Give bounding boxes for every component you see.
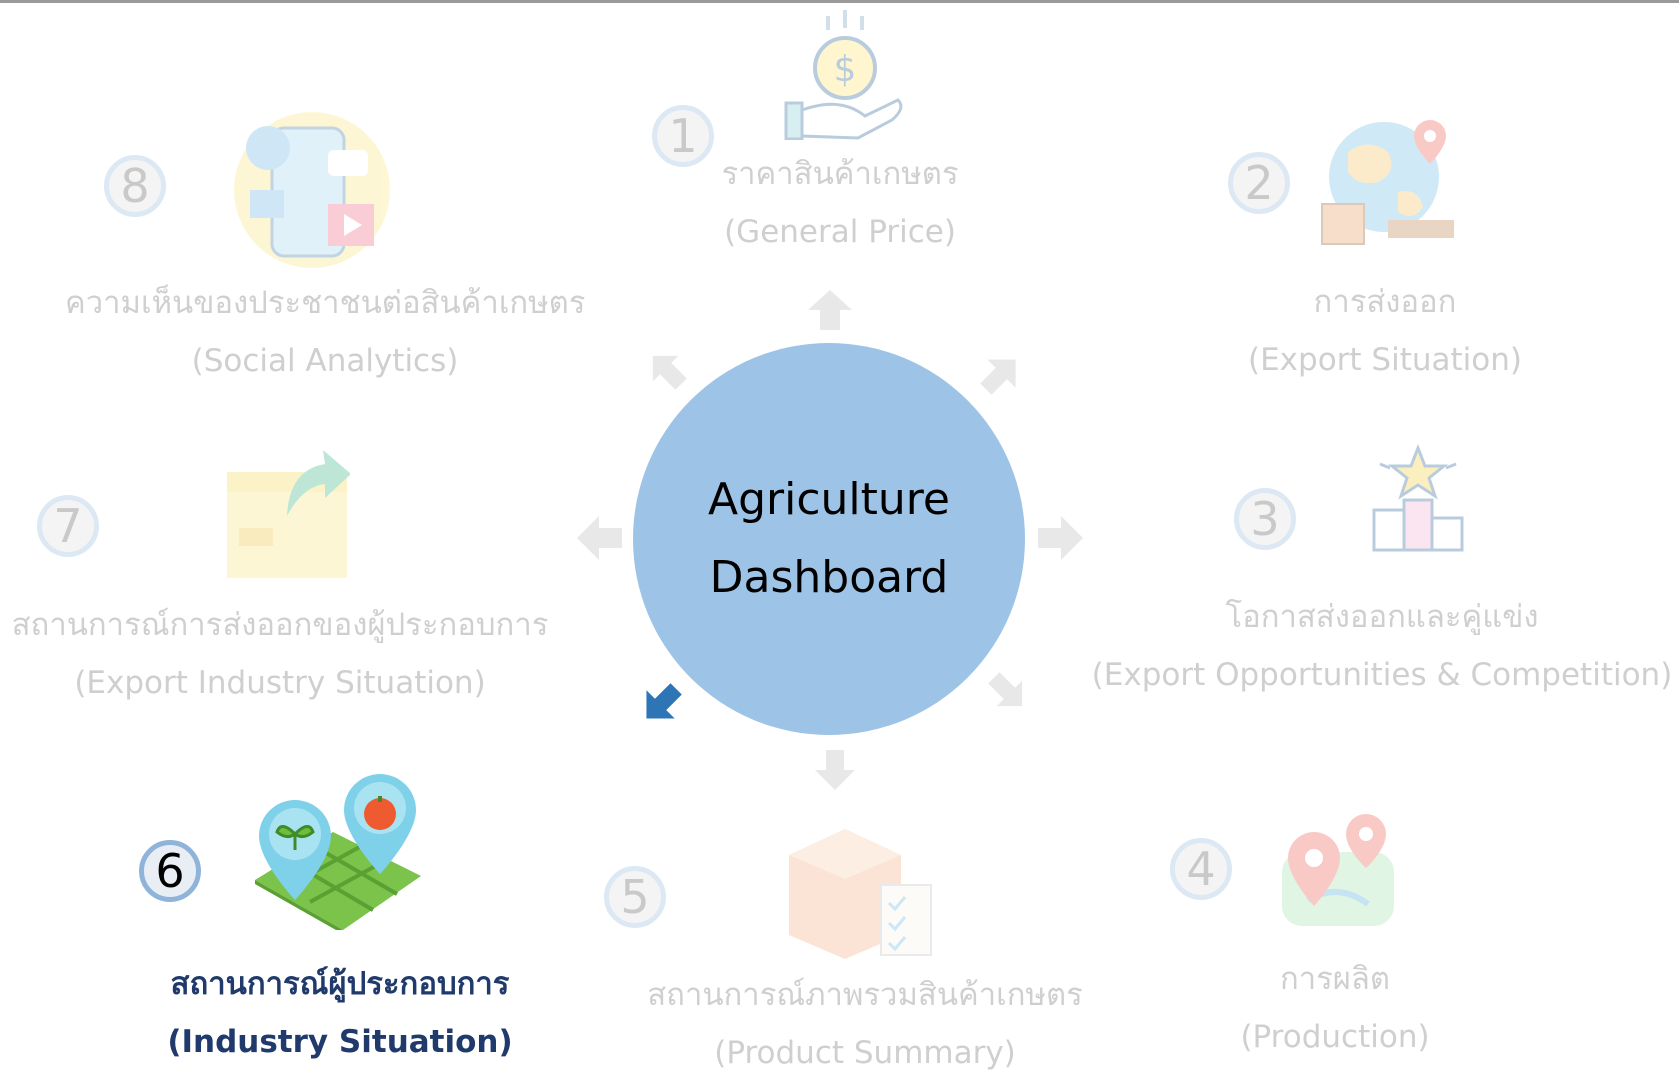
- map-pin-icon[interactable]: [1278, 812, 1398, 930]
- module-2-thai: การส่งออก: [1313, 284, 1457, 320]
- module-3-number[interactable]: 3: [1234, 488, 1296, 550]
- module-1-thai: ราคาสินค้าเกษตร: [721, 156, 959, 192]
- export-box-icon[interactable]: [225, 440, 350, 580]
- social-media-icon[interactable]: [232, 110, 392, 268]
- module-5-thai: สถานการณ์ภาพรวมสินค้าเกษตร: [647, 977, 1083, 1013]
- module-8-label[interactable]: ความเห็นของประชาชนต่อสินค้าเกษตร (Social…: [65, 274, 585, 390]
- module-1-number[interactable]: 1: [652, 105, 714, 167]
- module-1-label[interactable]: ราคาสินค้าเกษตร (General Price): [700, 145, 980, 261]
- arrow-to-1-icon: [808, 290, 852, 330]
- module-4-label[interactable]: การผลิต (Production): [1195, 950, 1475, 1066]
- module-8-english: (Social Analytics): [191, 343, 459, 379]
- module-5-label[interactable]: สถานการณ์ภาพรวมสินค้าเกษตร (Product Summ…: [640, 966, 1090, 1082]
- module-2-number[interactable]: 2: [1228, 152, 1290, 214]
- arrow-to-4-icon: [988, 672, 1023, 707]
- module-4-english: (Production): [1240, 1019, 1430, 1055]
- arrow-to-7-icon: [577, 516, 622, 560]
- hub-title-line1: Agriculture: [708, 474, 950, 525]
- module-7-english: (Export Industry Situation): [74, 665, 486, 701]
- module-8-number[interactable]: 8: [104, 155, 166, 217]
- module-6-label[interactable]: สถานการณ์ผู้ประกอบการ (Industry Situatio…: [160, 955, 520, 1071]
- module-7-label[interactable]: สถานการณ์การส่งออกของผู้ประกอบการ (Expor…: [10, 596, 550, 712]
- module-7-number[interactable]: 7: [37, 495, 99, 557]
- arrow-to-5-icon: [815, 750, 855, 790]
- module-6-number[interactable]: 6: [139, 840, 201, 902]
- arrow-to-6-icon: [646, 683, 682, 719]
- arrow-to-2-icon: [980, 359, 1016, 395]
- module-8-thai: ความเห็นของประชาชนต่อสินค้าเกษตร: [65, 285, 586, 321]
- farm-location-icon[interactable]: [255, 770, 425, 930]
- module-6-english: (Industry Situation): [167, 1024, 513, 1060]
- module-7-thai: สถานการณ์การส่งออกของผู้ประกอบการ: [11, 607, 549, 643]
- module-2-label[interactable]: การส่งออก (Export Situation): [1225, 273, 1545, 389]
- module-5-english: (Product Summary): [714, 1035, 1016, 1071]
- module-3-english: (Export Opportunities & Competition): [1091, 657, 1673, 693]
- module-1-english: (General Price): [724, 214, 956, 250]
- module-4-thai: การผลิต: [1279, 961, 1391, 997]
- module-4-number[interactable]: 4: [1170, 838, 1232, 900]
- arrow-to-3-icon: [1038, 516, 1083, 560]
- arrow-to-8-icon: [652, 355, 687, 390]
- box-checklist-icon[interactable]: [785, 825, 935, 960]
- module-5-number[interactable]: 5: [604, 866, 666, 928]
- module-3-thai: โอกาสส่งออกและคู่แข่ง: [1225, 599, 1539, 635]
- module-2-english: (Export Situation): [1248, 342, 1522, 378]
- hub-title-line2: Dashboard: [709, 552, 949, 603]
- top-divider: [0, 0, 1679, 3]
- money-hand-icon[interactable]: $: [780, 8, 910, 140]
- dashboard-hub[interactable]: Agriculture Dashboard: [633, 343, 1025, 735]
- globe-export-icon[interactable]: [1318, 112, 1460, 250]
- svg-text:$: $: [834, 49, 857, 90]
- module-3-label[interactable]: โอกาสส่งออกและคู่แข่ง (Export Opportunit…: [1082, 588, 1679, 704]
- module-6-thai: สถานการณ์ผู้ประกอบการ: [170, 966, 510, 1002]
- podium-star-icon[interactable]: [1368, 438, 1468, 556]
